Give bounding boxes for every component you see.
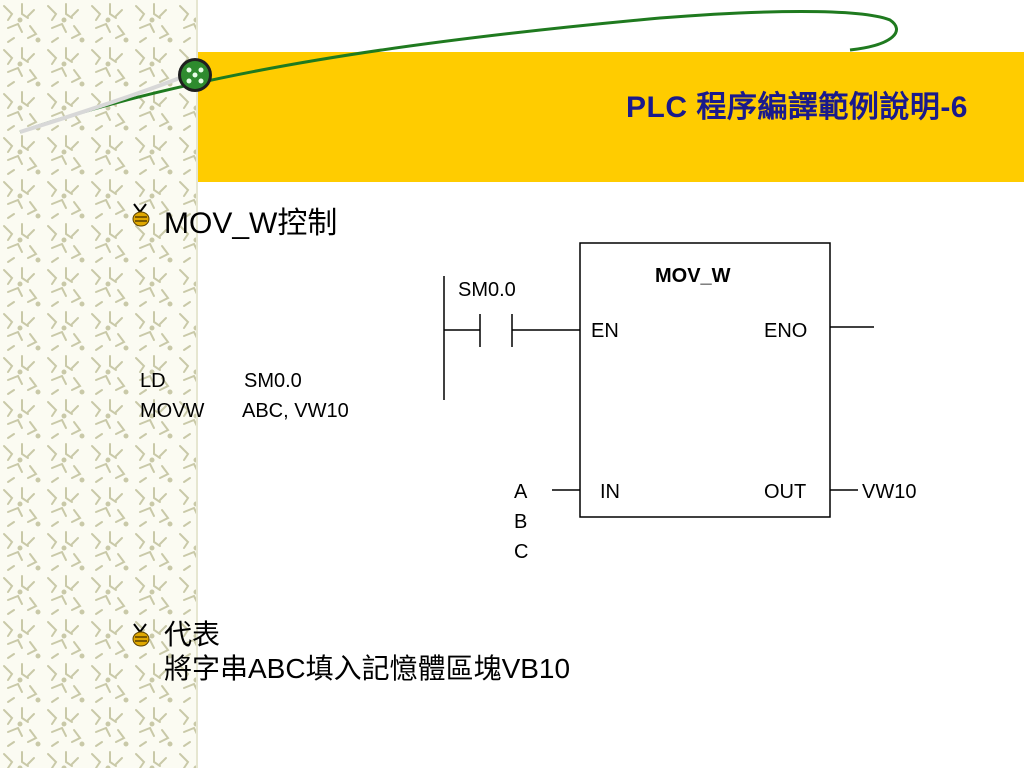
slide-title: PLC 程序編譯範例說明-6 — [625, 91, 968, 124]
green-ring-node-icon — [178, 58, 212, 92]
stl-line-2-op: MOVW — [140, 400, 205, 422]
swoosh-decoration — [19, 10, 898, 134]
input-a: A — [514, 481, 528, 503]
bee-bullet-icon — [132, 203, 150, 227]
pin-eno: ENO — [764, 320, 807, 342]
bullet-text-block: 代表 將字串ABC填入記憶體區塊VB10 — [164, 618, 570, 686]
contact-sm0-0 — [479, 314, 513, 347]
block-title: MOV_W — [655, 265, 731, 287]
stl-line-1-arg: SM0.0 — [244, 370, 302, 392]
mov-w-block — [579, 242, 831, 518]
bullet-mov-w: MOV_W控制 — [128, 198, 337, 242]
bullet-text: MOV_W控制 — [164, 207, 338, 240]
output-label: VW10 — [862, 481, 916, 503]
input-c: C — [514, 541, 528, 563]
bee-bullet-icon — [132, 623, 150, 647]
bullet-line-2: 將字串ABC填入記憶體區塊VB10 — [164, 653, 571, 684]
stl-line-2-arg: ABC, VW10 — [242, 400, 349, 422]
pin-en: EN — [591, 320, 619, 342]
input-b: B — [514, 511, 527, 533]
pin-out: OUT — [764, 481, 806, 503]
bullet-line-1: 代表 — [164, 619, 221, 650]
bullet-description: 代表 將字串ABC填入記憶體區塊VB10 — [128, 618, 570, 686]
pin-in: IN — [600, 481, 620, 503]
contact-label: SM0.0 — [458, 279, 516, 301]
stl-line-1-op: LD — [140, 370, 166, 392]
header-band — [198, 52, 1024, 182]
